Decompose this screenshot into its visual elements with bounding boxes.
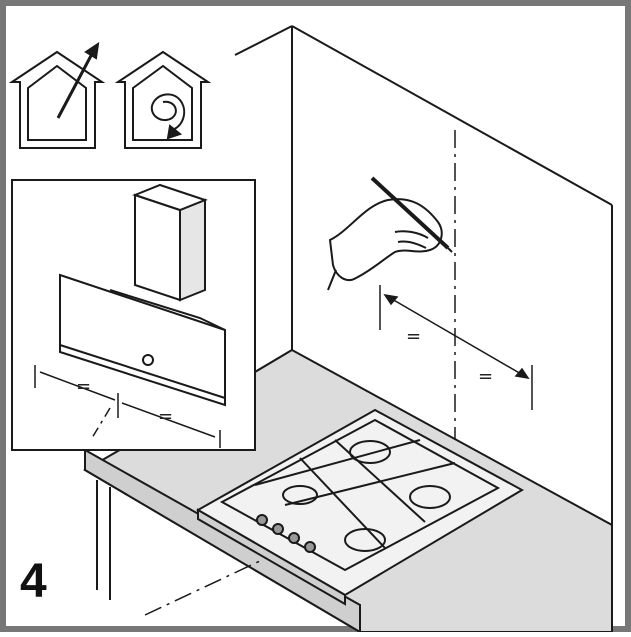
wall-equal-right: = (478, 366, 493, 387)
wall-measure (379, 285, 533, 410)
house-ducted-extraction-icon (8, 41, 106, 149)
house-recirculation-icon (114, 50, 212, 149)
hood-equal-left: = (76, 376, 91, 397)
hand-with-pencil (327, 176, 453, 291)
chimney-hood (59, 183, 226, 407)
hood-measure (34, 365, 221, 448)
gas-hob (195, 408, 525, 606)
hood-inset-panel (11, 179, 256, 451)
step-number: 4 (20, 555, 47, 608)
wall-equal-left: = (406, 326, 421, 347)
hood-equal-right: = (158, 406, 173, 427)
hob-centerline (144, 559, 263, 616)
